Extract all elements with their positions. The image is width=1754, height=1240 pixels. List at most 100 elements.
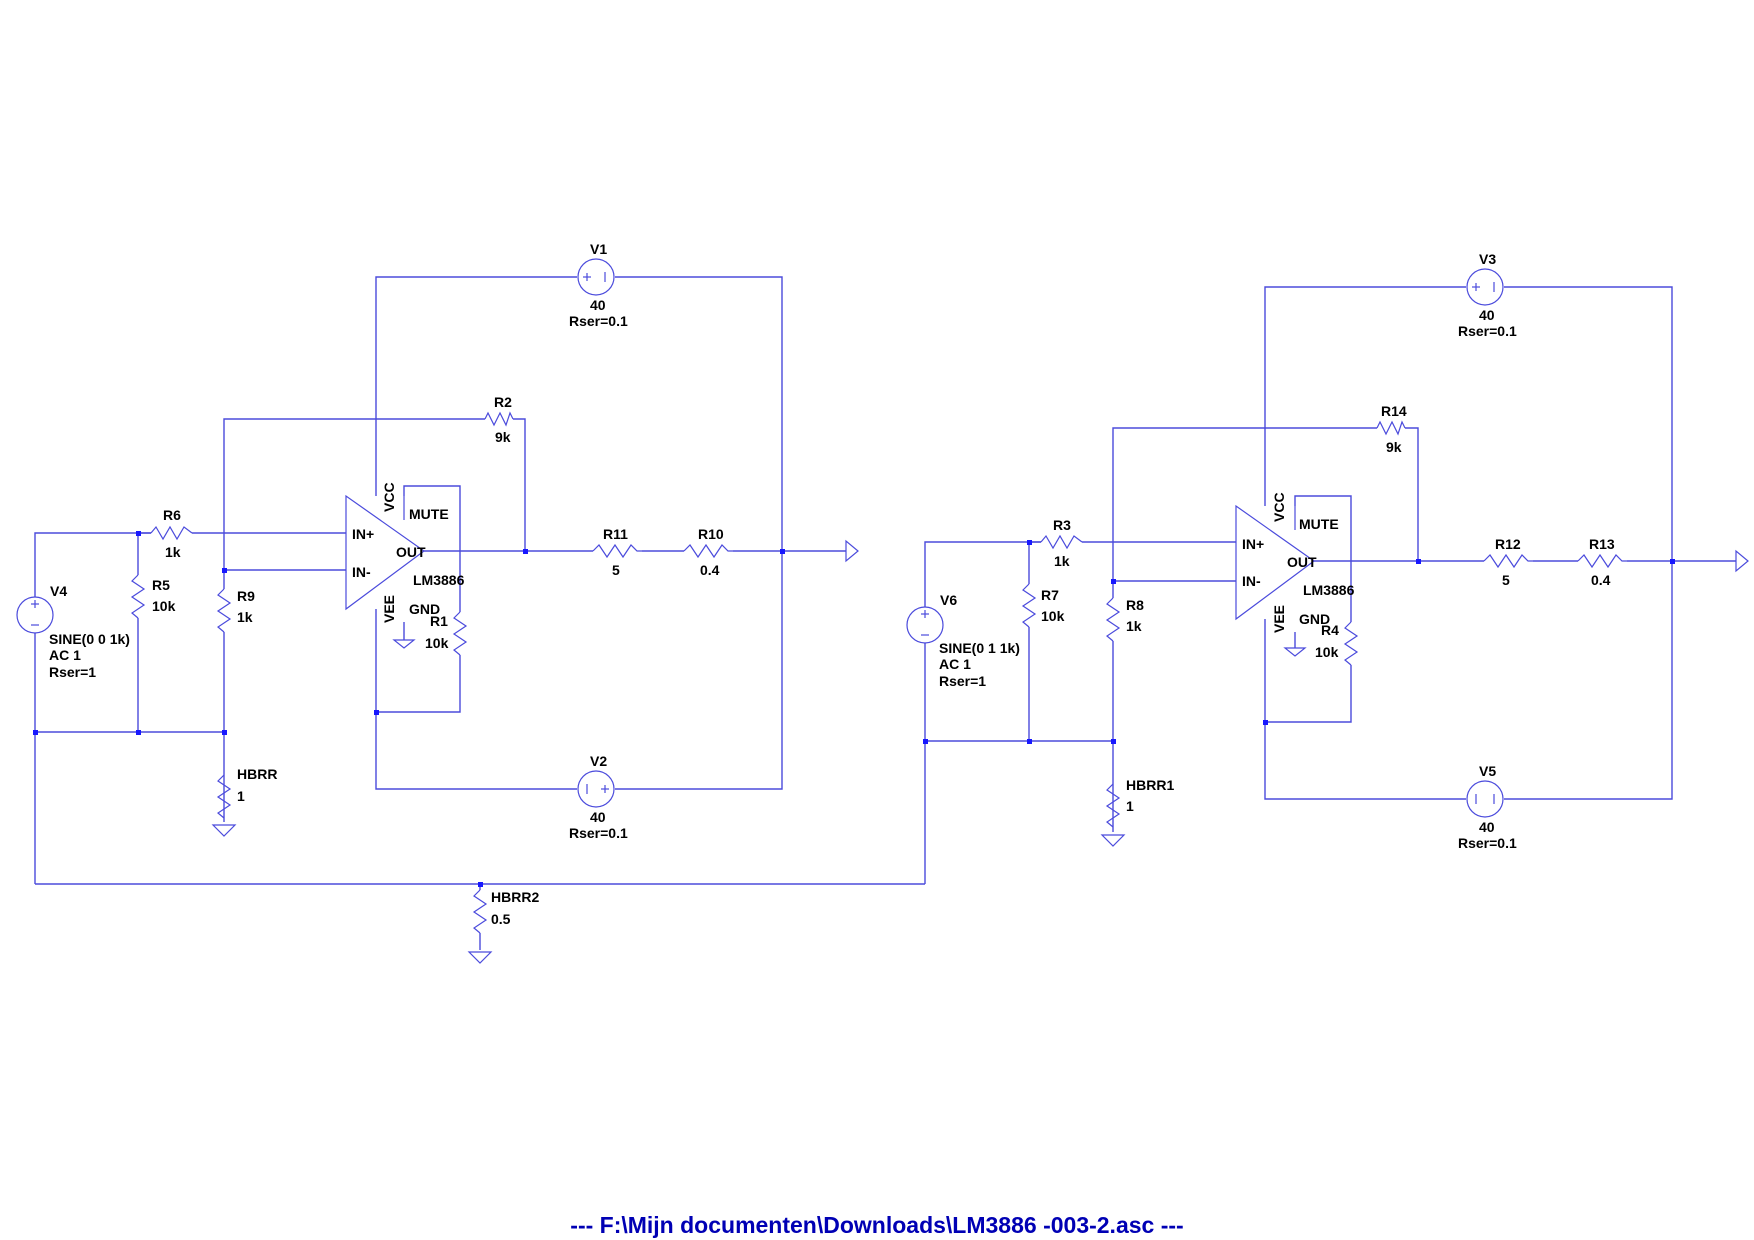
hbrr1-resistor-symbol	[1105, 783, 1121, 828]
opamp-u2-gnd-pin: GND	[1299, 611, 1330, 627]
hbrr2-name: HBRR2	[491, 889, 539, 905]
r4-resistor-symbol	[1343, 621, 1359, 666]
circuit-1: VCC VEE MUTE GND IN+ IN- OUT LM3886 V1 4…	[16, 241, 859, 884]
r6-value: 1k	[165, 544, 181, 560]
circuit-2: VCC VEE MUTE GND IN+ IN- OUT LM3886 V3 4…	[906, 251, 1749, 884]
r1-value: 10k	[425, 635, 449, 651]
r13-value: 0.4	[1591, 572, 1611, 588]
r8-resistor-symbol	[1105, 597, 1121, 642]
v4-source-symbol	[16, 596, 54, 634]
hbrr2-value: 0.5	[491, 911, 511, 927]
r10-resistor-symbol	[683, 543, 733, 559]
r13-name: R13	[1589, 536, 1615, 552]
r2-resistor-symbol	[484, 411, 514, 427]
hbrr-name: HBRR	[237, 766, 277, 782]
opamp-u2-inm-pin: IN-	[1242, 573, 1261, 589]
opamp-u1-part: LM3886	[413, 572, 465, 588]
r4-value: 10k	[1315, 644, 1339, 660]
r12-name: R12	[1495, 536, 1521, 552]
v2-source-symbol	[577, 770, 615, 808]
r10-name: R10	[698, 526, 724, 542]
v4-rser: Rser=1	[49, 664, 96, 680]
hbrr-resistor-symbol	[216, 774, 232, 819]
r1-resistor-symbol	[452, 611, 468, 656]
circuit-2-junctions	[923, 540, 1675, 744]
v3-source-symbol	[1466, 268, 1504, 306]
v2-name: V2	[590, 753, 607, 769]
r3-resistor-symbol	[1040, 534, 1083, 550]
v5-source-symbol	[1466, 780, 1504, 818]
r5-value: 10k	[152, 598, 176, 614]
r2-value: 9k	[495, 429, 511, 445]
r13-resistor-symbol	[1577, 553, 1627, 569]
r2-name: R2	[494, 394, 512, 410]
r9-resistor-symbol	[216, 588, 232, 633]
opamp-u2-vcc-pin: VCC	[1271, 492, 1287, 522]
v5-rser: Rser=0.1	[1458, 835, 1517, 851]
r11-name: R11	[603, 526, 628, 542]
opamp-u1-mute-pin: MUTE	[409, 506, 449, 522]
v5-name: V5	[1479, 763, 1496, 779]
opamp-u2-vee-pin: VEE	[1271, 605, 1287, 633]
ground-icon	[211, 824, 237, 837]
opamp-u1-inm-pin: IN-	[352, 564, 371, 580]
v3-name: V3	[1479, 251, 1496, 267]
v5-value: 40	[1479, 819, 1495, 835]
v2-rser: Rser=0.1	[569, 825, 628, 841]
v3-value: 40	[1479, 307, 1495, 323]
r7-name: R7	[1041, 587, 1059, 603]
r12-resistor-symbol	[1483, 553, 1533, 569]
ground-icon	[1100, 834, 1126, 847]
r9-name: R9	[237, 588, 255, 604]
opamp-u1-out-pin: OUT	[396, 544, 426, 560]
r14-value: 9k	[1386, 439, 1402, 455]
v6-wave: SINE(0 1 1k)	[939, 640, 1020, 656]
r9-value: 1k	[237, 609, 253, 625]
v2-value: 40	[590, 809, 606, 825]
r7-value: 10k	[1041, 608, 1065, 624]
opamp-u1-vcc-pin: VCC	[381, 482, 397, 512]
r8-value: 1k	[1126, 618, 1142, 634]
v1-source-symbol	[577, 258, 615, 296]
opamp-u1-symbol	[345, 494, 426, 649]
r8-name: R8	[1126, 597, 1144, 613]
opamp-u2-part: LM3886	[1303, 582, 1355, 598]
r6-resistor-symbol	[150, 525, 193, 541]
r5-name: R5	[152, 577, 170, 593]
r10-value: 0.4	[700, 562, 720, 578]
opamp-u2-out-pin: OUT	[1287, 554, 1317, 570]
v4-wave: SINE(0 0 1k)	[49, 631, 130, 647]
output-port-icon	[845, 539, 859, 563]
r7-resistor-symbol	[1021, 583, 1037, 628]
v6-name: V6	[940, 592, 957, 608]
r4-name: R4	[1321, 622, 1339, 638]
opamp-u1-gnd-pin: GND	[409, 601, 440, 617]
ground-icon	[467, 951, 493, 964]
v6-rser: Rser=1	[939, 673, 986, 689]
opamp-u1-inp-pin: IN+	[352, 526, 374, 542]
v6-source-symbol	[906, 606, 944, 644]
opamp-u2-inp-pin: IN+	[1242, 536, 1264, 552]
opamp-u2-symbol	[1235, 504, 1316, 657]
hbrr2-resistor-symbol	[472, 889, 488, 934]
v3-rser: Rser=0.1	[1458, 323, 1517, 339]
hbrr1-value: 1	[1126, 798, 1134, 814]
circuit-2-wires	[924, 286, 1736, 884]
v1-rser: Rser=0.1	[569, 313, 628, 329]
file-path-footer: --- F:\Mijn documenten\Downloads\LM3886 …	[570, 1212, 1184, 1238]
hbrr-value: 1	[237, 788, 245, 804]
r1-name: R1	[430, 613, 448, 629]
v6-ac: AC 1	[939, 656, 971, 672]
opamp-u1-vee-pin: VEE	[381, 595, 397, 623]
r11-resistor-symbol	[592, 543, 642, 559]
hbrr1-name: HBRR1	[1126, 777, 1174, 793]
circuit-1-wires	[34, 276, 846, 884]
r3-name: R3	[1053, 517, 1071, 533]
circuit-1-junctions	[33, 531, 785, 735]
r3-value: 1k	[1054, 553, 1070, 569]
r6-name: R6	[163, 507, 181, 523]
r14-name: R14	[1381, 403, 1407, 419]
v1-value: 40	[590, 297, 606, 313]
v4-name: V4	[50, 583, 67, 599]
